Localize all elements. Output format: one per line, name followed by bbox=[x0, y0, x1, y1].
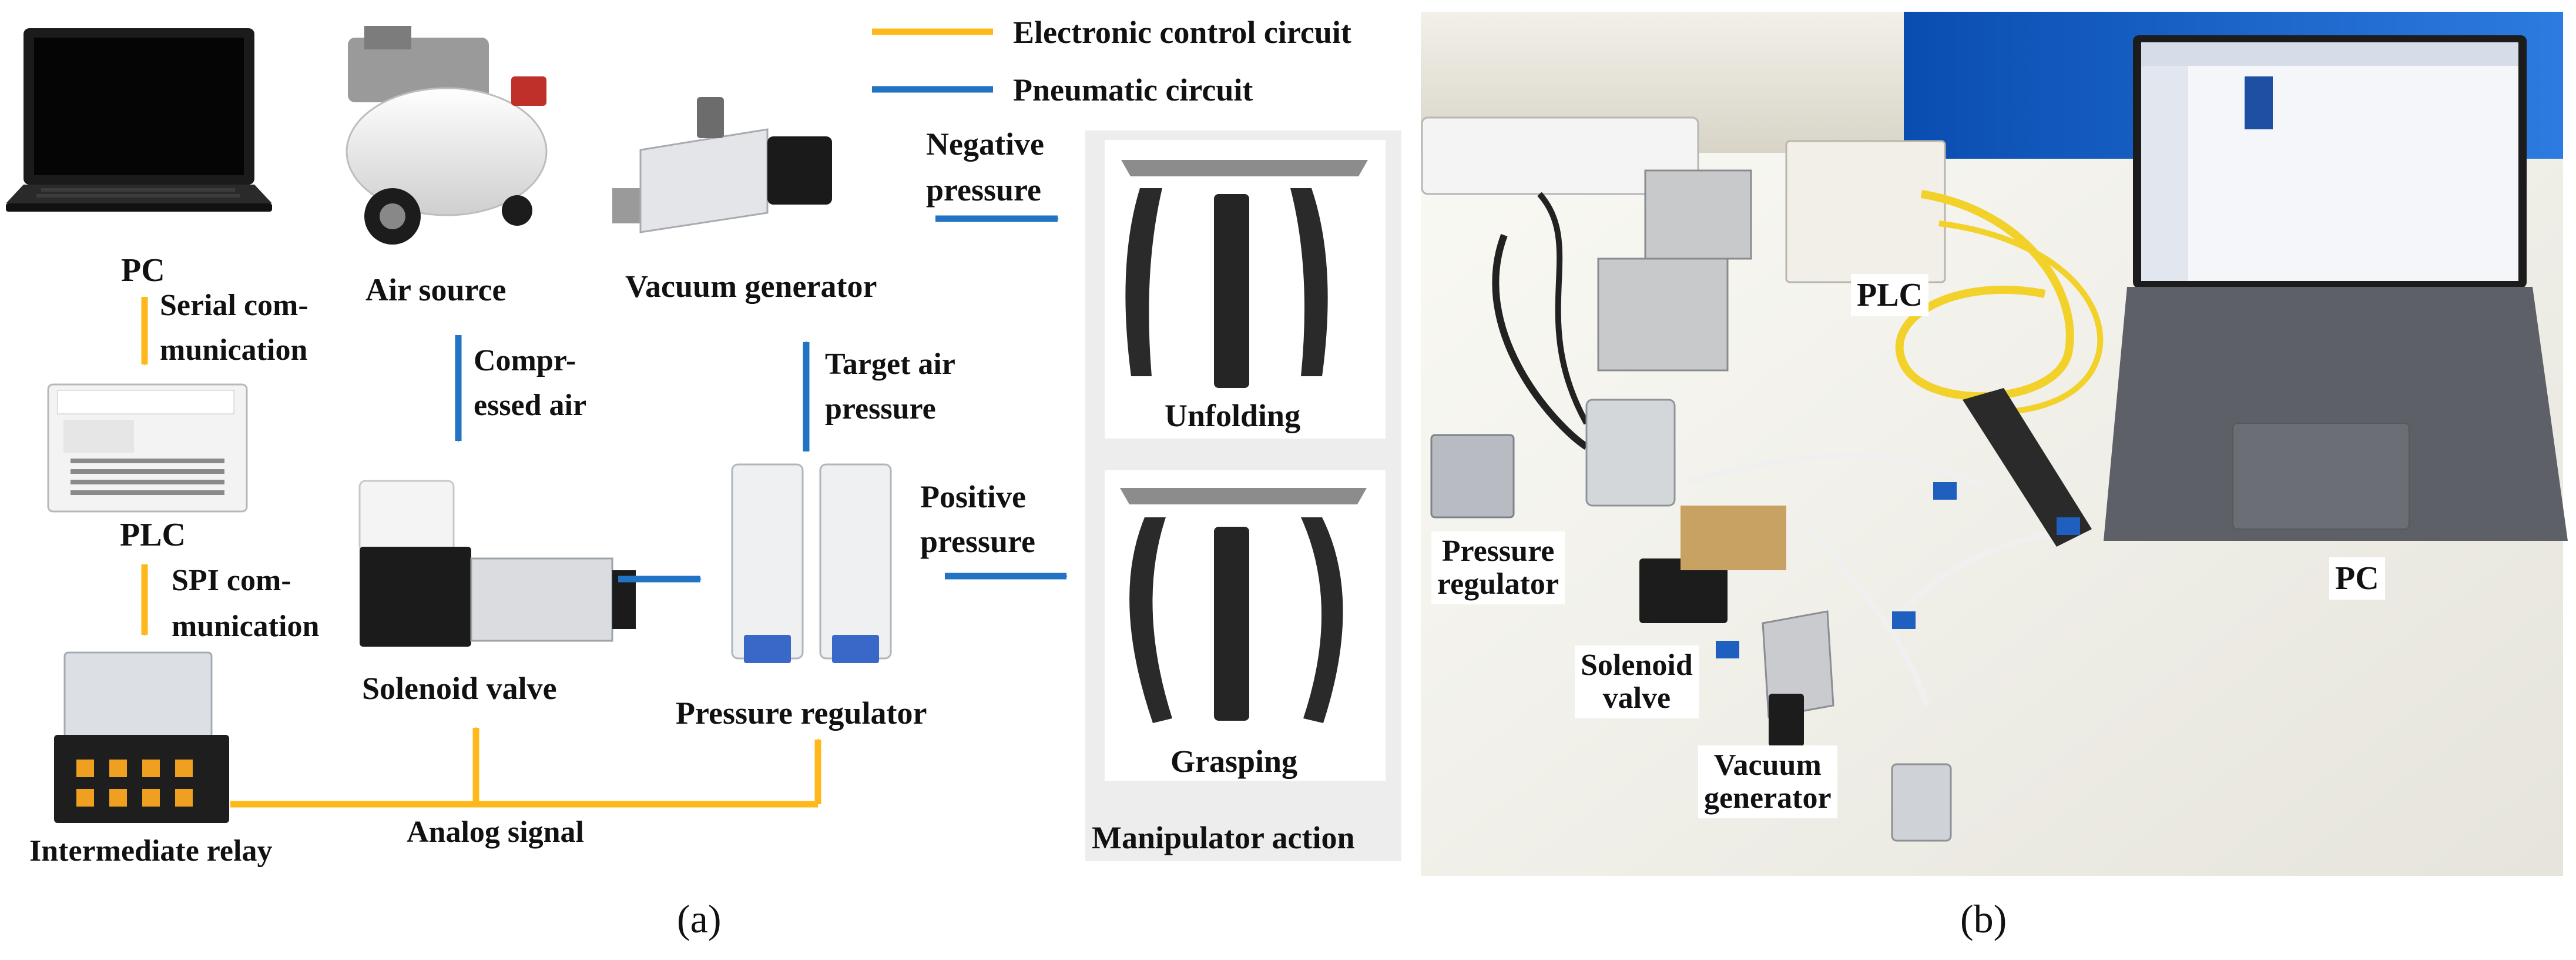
vacuum-generator-label: Vacuum generator bbox=[625, 269, 877, 304]
photo-solenoid-valve-label: Solenoid valve bbox=[1575, 645, 1699, 719]
serial-communication-label-1: Serial com- bbox=[160, 289, 308, 322]
relay-image bbox=[54, 651, 229, 823]
air-source-image bbox=[346, 26, 548, 245]
unfolding-label: Unfolding bbox=[1165, 398, 1301, 433]
caption-a: (a) bbox=[677, 897, 722, 941]
pressure-regulator-image bbox=[731, 463, 892, 663]
analog-signal-label: Analog signal bbox=[407, 815, 584, 849]
vacuum-generator-image bbox=[612, 97, 832, 233]
solenoid-valve-label: Solenoid valve bbox=[362, 671, 557, 706]
grasping-label: Grasping bbox=[1170, 744, 1298, 779]
plc-label: PLC bbox=[120, 517, 186, 553]
spi-communication-label-2: munication bbox=[172, 610, 320, 643]
compressed-air-label-1: Compr- bbox=[474, 344, 576, 377]
target-air-pressure-label-1: Target air bbox=[825, 347, 955, 381]
caption-b: (b) bbox=[1960, 897, 2007, 941]
plc-device-image bbox=[47, 383, 248, 513]
solenoid-valve-image bbox=[358, 480, 636, 647]
manipulator-action-label: Manipulator action bbox=[1092, 820, 1355, 855]
positive-pressure-label-2: pressure bbox=[920, 524, 1036, 559]
legend-pneumatic-label: Pneumatic circuit bbox=[1013, 72, 1253, 108]
pneumatic-circuit-paths bbox=[455, 215, 1068, 583]
compressed-air-label-2: essed air bbox=[474, 389, 587, 422]
setup-photo bbox=[1421, 12, 2568, 876]
photo-pressure-regulator-line1: Pressure bbox=[1441, 534, 1555, 568]
air-source-label: Air source bbox=[365, 272, 507, 307]
photo-vacuum-generator-label: Vacuum generator bbox=[1698, 745, 1837, 819]
photo-pressure-regulator-line2: regulator bbox=[1437, 567, 1559, 601]
photo-plc-label: PLC bbox=[1851, 274, 1928, 317]
photo-vacuum-generator-line1: Vacuum bbox=[1713, 748, 1822, 782]
electronic-circuit-paths bbox=[141, 297, 821, 808]
photo-pc-label: PC bbox=[2329, 557, 2385, 600]
spi-communication-label-1: SPI com- bbox=[172, 564, 291, 597]
legend bbox=[872, 28, 993, 93]
photo-pressure-regulator-label: Pressure regulator bbox=[1431, 531, 1565, 605]
negative-pressure-label-1: Negative bbox=[926, 126, 1044, 162]
relay-label: Intermediate relay bbox=[29, 834, 273, 868]
target-air-pressure-label-2: pressure bbox=[825, 392, 936, 426]
photo-vacuum-generator-line2: generator bbox=[1704, 781, 1832, 815]
pressure-regulator-label: Pressure regulator bbox=[676, 695, 927, 731]
negative-pressure-label-2: pressure bbox=[926, 172, 1042, 208]
positive-pressure-label-1: Positive bbox=[920, 479, 1026, 514]
gripper-unfolding-image bbox=[1121, 160, 1368, 388]
photo-solenoid-valve-line1: Solenoid bbox=[1581, 648, 1693, 682]
serial-communication-label-2: munication bbox=[160, 333, 308, 367]
legend-electronic-label: Electronic control circuit bbox=[1013, 15, 1351, 50]
photo-solenoid-valve-line2: valve bbox=[1602, 681, 1671, 715]
pc-laptop-image bbox=[6, 28, 272, 212]
gripper-grasping-image bbox=[1120, 488, 1367, 723]
pc-label: PC bbox=[121, 252, 165, 289]
